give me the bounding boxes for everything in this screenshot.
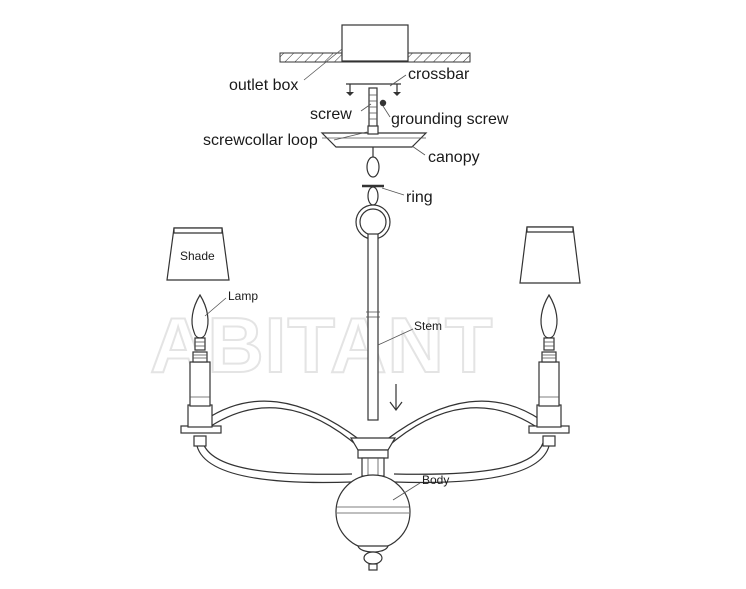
left-shade (166, 227, 230, 281)
right-candle (528, 351, 570, 447)
label-lamp: Lamp (228, 289, 258, 303)
label-screwcollar-loop: screwcollar loop (203, 132, 318, 149)
label-ring: ring (406, 189, 433, 206)
threaded-pipe (368, 87, 378, 129)
ring (355, 147, 391, 240)
body (335, 437, 411, 571)
label-outlet-box: outlet box (229, 77, 298, 94)
grounding-screw (379, 99, 387, 107)
right-shade (519, 226, 581, 284)
left-lamp-bulb (191, 293, 209, 351)
label-grounding-screw: grounding screw (391, 111, 509, 128)
stem (366, 233, 380, 421)
label-canopy: canopy (428, 149, 480, 166)
label-body: Body (422, 473, 449, 487)
canopy (320, 125, 428, 148)
label-stem: Stem (414, 319, 442, 333)
label-screw: screw (310, 106, 352, 123)
arms (196, 400, 550, 484)
label-shade: Shade (180, 249, 215, 263)
crossbar (346, 83, 401, 96)
label-crossbar: crossbar (408, 66, 470, 83)
leader-lines (204, 48, 426, 501)
outlet-box (341, 24, 409, 62)
right-lamp-bulb (540, 293, 558, 351)
left-candle (180, 351, 222, 447)
down-arrow-icon (389, 384, 403, 411)
